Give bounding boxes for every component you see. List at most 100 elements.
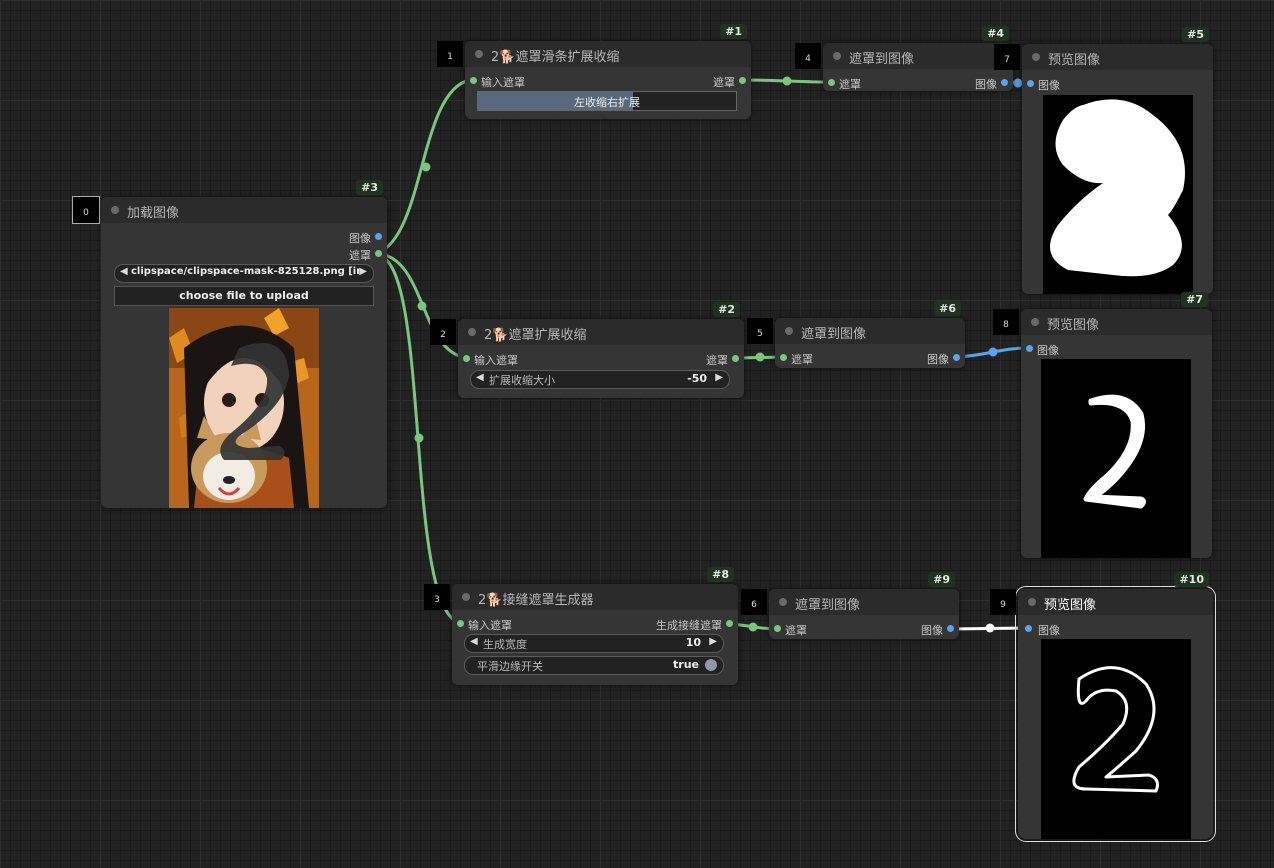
seam-width-number[interactable]: ◀ 生成宽度 10 ▶ — [464, 634, 724, 653]
image-file-value: clipspace/clipspace-mask-825128.png [inp… — [131, 266, 359, 277]
collapse-dot-icon[interactable] — [1031, 318, 1039, 326]
node-title: 预览图像 — [1044, 598, 1097, 613]
execution-order: 2 — [430, 319, 456, 345]
collapse-dot-icon[interactable] — [111, 206, 119, 214]
wire-midpoint — [755, 352, 765, 362]
output-image-port[interactable] — [375, 233, 382, 240]
node-badge: #5 — [1182, 27, 1209, 42]
input-mask-port[interactable] — [457, 620, 464, 627]
collapse-dot-icon[interactable] — [833, 52, 841, 60]
collapse-dot-icon[interactable] — [468, 328, 476, 336]
input-mask-label: 遮罩 — [839, 78, 861, 91]
node-header[interactable]: 预览图像 — [1018, 589, 1213, 615]
collapse-dot-icon[interactable] — [1028, 598, 1036, 606]
slider-label: 左收缩右扩展 — [574, 96, 640, 109]
execution-order: 1 — [437, 41, 463, 67]
output-image-port[interactable] — [953, 354, 960, 361]
collapse-dot-icon[interactable] — [1032, 53, 1040, 61]
arrow-right-icon[interactable]: ▶ — [709, 636, 717, 647]
widget-label: 生成宽度 — [483, 638, 527, 651]
node-header[interactable]: 预览图像 — [1021, 309, 1212, 335]
preview-image-output — [1041, 359, 1191, 558]
output-image-label: 图像 — [349, 232, 371, 245]
slider-fill — [478, 92, 633, 110]
node-header[interactable]: 加载图像 — [101, 197, 387, 223]
wire-midpoint — [421, 162, 431, 172]
collapse-dot-icon[interactable] — [462, 593, 470, 601]
wire-midpoint — [988, 347, 998, 357]
node-badge: #7 — [1181, 292, 1208, 307]
preview-image-output — [1043, 95, 1193, 294]
arrow-right-icon[interactable]: ▶ — [359, 266, 367, 277]
node-header[interactable]: 2🐕接缝遮罩生成器 — [452, 584, 738, 610]
node-badge: #6 — [934, 301, 961, 316]
node-header[interactable]: 预览图像 — [1022, 44, 1213, 70]
arrow-left-icon[interactable]: ◀ — [470, 636, 478, 647]
output-mask-label: 遮罩 — [349, 249, 371, 262]
image-file-combo[interactable]: ◀ clipspace/clipspace-mask-825128.png [i… — [114, 264, 374, 283]
node-header[interactable]: 2🐕遮罩扩展收缩 — [458, 319, 744, 345]
input-mask-port[interactable] — [463, 355, 470, 362]
output-mask-port[interactable] — [739, 77, 746, 84]
upload-button[interactable]: choose file to upload — [114, 286, 374, 306]
node-header[interactable]: 遮罩到图像 — [775, 318, 965, 344]
wire-midpoint — [417, 301, 427, 311]
node-mask-to-image-6[interactable]: #6 5 遮罩到图像 遮罩 图像 — [747, 301, 965, 368]
widget-label: 平滑边缘开关 — [477, 660, 543, 673]
input-mask-port[interactable] — [470, 77, 477, 84]
wire-midpoint — [748, 622, 758, 632]
node-badge: #2 — [713, 302, 740, 317]
expand-shrink-slider[interactable]: 左收缩右扩展 — [477, 91, 737, 111]
node-header[interactable]: 遮罩到图像 — [823, 43, 1013, 69]
arrow-left-icon[interactable]: ◀ — [120, 266, 128, 277]
execution-order: 6 — [741, 589, 767, 615]
widget-value: 10 — [685, 636, 701, 649]
output-image-label: 图像 — [921, 624, 943, 637]
collapse-dot-icon[interactable] — [779, 598, 787, 606]
input-mask-label: 遮罩 — [785, 624, 807, 637]
input-mask-port[interactable] — [774, 625, 781, 632]
output-seam-mask-port[interactable] — [726, 620, 733, 627]
input-image-port[interactable] — [1027, 80, 1034, 87]
node-mask-to-image-4[interactable]: #4 4 遮罩到图像 遮罩 图像 — [795, 26, 1013, 91]
node-mask-slider-expand[interactable]: #1 1 2🐕遮罩滑条扩展收缩 输入遮罩 遮罩 左收缩右扩展 — [437, 24, 751, 119]
node-header[interactable]: 遮罩到图像 — [769, 589, 959, 615]
output-mask-port[interactable] — [732, 355, 739, 362]
collapse-dot-icon[interactable] — [785, 327, 793, 335]
output-image-port[interactable] — [1001, 79, 1008, 86]
widget-value: -50 — [687, 372, 707, 385]
smooth-edge-toggle[interactable]: 平滑边缘开关 true — [464, 656, 724, 675]
execution-order: 9 — [990, 589, 1016, 615]
node-title: 2🐕遮罩扩展收缩 — [484, 328, 587, 343]
output-mask-port[interactable] — [375, 250, 382, 257]
node-header[interactable]: 2🐕遮罩滑条扩展收缩 — [465, 41, 751, 67]
output-mask-label: 遮罩 — [713, 76, 735, 89]
widget-label: 扩展收缩大小 — [489, 374, 555, 387]
toggle-knob-icon[interactable] — [705, 659, 717, 671]
execution-order: 0 — [72, 196, 100, 224]
input-image-port[interactable] — [1026, 345, 1033, 352]
input-mask-port[interactable] — [780, 354, 787, 361]
node-load-image[interactable]: #3 0 加载图像 图像 遮罩 ◀ clipspace/clipspace-ma… — [72, 180, 387, 508]
node-preview-image-7[interactable]: #7 8 预览图像 图像 — [993, 292, 1212, 558]
wire-midpoint — [782, 76, 792, 86]
node-badge: #3 — [356, 180, 383, 195]
node-title: 2🐕遮罩滑条扩展收缩 — [491, 50, 620, 65]
node-badge: #8 — [707, 567, 734, 582]
node-preview-image-5[interactable]: #5 7 预览图像 图像 — [994, 27, 1213, 294]
execution-order: 4 — [795, 43, 821, 69]
node-mask-to-image-9[interactable]: #9 6 遮罩到图像 遮罩 图像 — [741, 572, 959, 639]
expand-size-number[interactable]: ◀ 扩展收缩大小 -50 ▶ — [470, 370, 730, 389]
wire-midpoint — [414, 433, 424, 443]
arrow-left-icon[interactable]: ◀ — [476, 372, 484, 383]
input-image-port[interactable] — [1025, 625, 1032, 632]
input-mask-port[interactable] — [828, 79, 835, 86]
collapse-dot-icon[interactable] — [475, 50, 483, 58]
wire-load-to-n1 — [379, 78, 471, 254]
output-image-label: 图像 — [975, 78, 997, 91]
node-mask-expand[interactable]: #2 2 2🐕遮罩扩展收缩 输入遮罩 遮罩 ◀ 扩展收缩大小 -50 ▶ — [430, 302, 744, 398]
node-preview-image-10[interactable]: #10 9 预览图像 图像 — [990, 572, 1216, 842]
node-seam-mask-generator[interactable]: #8 3 2🐕接缝遮罩生成器 输入遮罩 生成接缝遮罩 ◀ 生成宽度 10 ▶ 平… — [424, 567, 738, 685]
output-image-port[interactable] — [947, 625, 954, 632]
arrow-right-icon[interactable]: ▶ — [715, 372, 723, 383]
